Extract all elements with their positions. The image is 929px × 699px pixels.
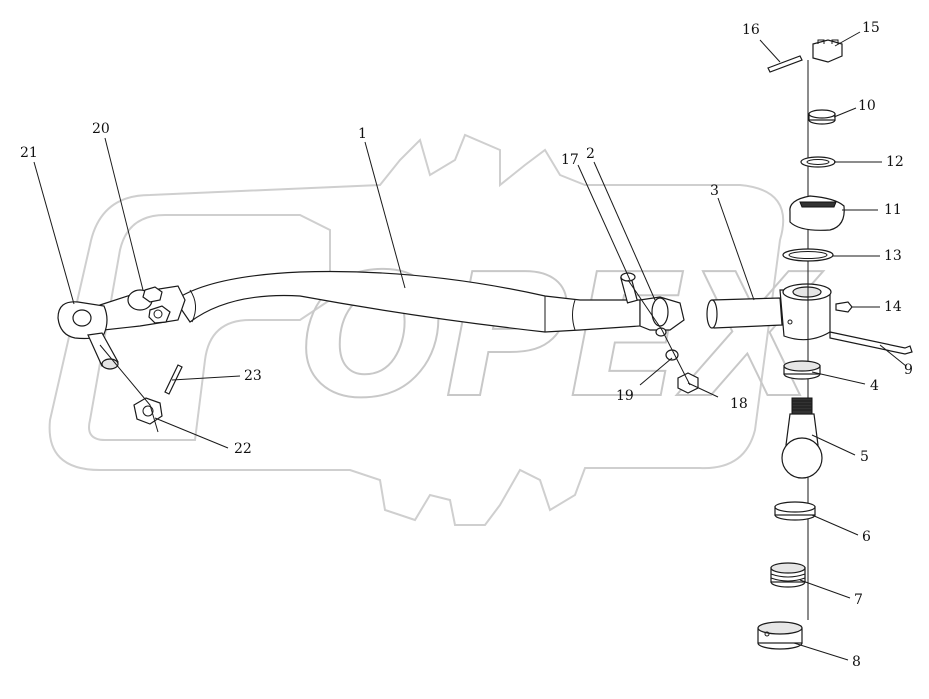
leader-18 bbox=[687, 382, 719, 398]
spring-7-top bbox=[770, 562, 806, 574]
leader-7 bbox=[799, 579, 851, 599]
left-assembly-axis bbox=[99, 344, 159, 433]
leader-21 bbox=[33, 161, 75, 305]
washer-12 bbox=[800, 156, 836, 168]
leader-lines bbox=[33, 31, 907, 661]
leader-22 bbox=[154, 417, 229, 449]
right-clamp bbox=[620, 272, 699, 394]
right-clamp-bolt-head bbox=[620, 272, 636, 282]
ball-stud-ball bbox=[781, 437, 823, 479]
watermark: OPEX bbox=[48, 133, 825, 526]
callout-1: 1 bbox=[358, 126, 367, 142]
leader-8 bbox=[793, 642, 849, 661]
leader-3 bbox=[717, 197, 755, 301]
ring-13 bbox=[782, 248, 834, 262]
cap-8-top bbox=[757, 621, 803, 635]
callout-21: 21 bbox=[20, 145, 38, 161]
leader-5 bbox=[811, 434, 856, 456]
top-castle-nut bbox=[812, 39, 843, 63]
left-castle-nut-hole bbox=[142, 405, 154, 417]
ring-13-inner bbox=[788, 251, 828, 259]
leader-2 bbox=[593, 161, 656, 301]
callout-23: 23 bbox=[244, 368, 262, 384]
left-ball-joint bbox=[57, 285, 186, 433]
callout-12: 12 bbox=[886, 154, 904, 170]
leader-1 bbox=[364, 141, 406, 289]
tie-rod-step-2 bbox=[572, 299, 576, 331]
tie-rod-left-taper bbox=[189, 289, 196, 323]
callout-16: 16 bbox=[742, 22, 760, 38]
leader-9 bbox=[879, 344, 907, 367]
callout-2: 2 bbox=[586, 146, 595, 162]
washer-12-hole bbox=[806, 159, 830, 165]
callout-5: 5 bbox=[860, 449, 869, 465]
callout-9: 9 bbox=[904, 362, 913, 378]
callout-13: 13 bbox=[884, 248, 902, 264]
socket-shank-end bbox=[706, 299, 718, 329]
callout-10: 10 bbox=[858, 98, 876, 114]
callout-15: 15 bbox=[862, 20, 880, 36]
ball-stud-thread-lines bbox=[792, 400, 812, 411]
callout-11: 11 bbox=[884, 202, 902, 218]
socket-shank bbox=[709, 297, 783, 329]
leader-19 bbox=[639, 357, 673, 386]
left-clamp-nut-top bbox=[142, 286, 163, 303]
callout-labels: 1 2 3 4 5 6 7 8 9 10 11 12 13 14 15 16 1… bbox=[20, 20, 913, 670]
callout-6: 6 bbox=[862, 529, 871, 545]
callout-18: 18 bbox=[730, 396, 748, 412]
watermark-gear-outline bbox=[48, 133, 785, 526]
leader-16 bbox=[759, 39, 781, 63]
callout-17: 17 bbox=[561, 152, 579, 168]
pin-9 bbox=[829, 331, 913, 355]
right-clamp-axis bbox=[627, 279, 691, 386]
grease-nipple-14 bbox=[835, 301, 853, 313]
callout-7: 7 bbox=[854, 592, 863, 608]
callout-19: 19 bbox=[616, 388, 634, 404]
callout-4: 4 bbox=[870, 378, 879, 394]
bushing-10-top bbox=[808, 109, 836, 119]
watermark-text: OPEX bbox=[300, 238, 824, 436]
dust-boot-11 bbox=[789, 195, 845, 231]
callout-20: 20 bbox=[92, 121, 110, 137]
castle-slots bbox=[817, 39, 839, 44]
left-castle-nut bbox=[133, 397, 163, 425]
top-cotter-pin bbox=[767, 55, 803, 73]
ball-stud-shank bbox=[785, 413, 819, 446]
bushing-4-top bbox=[783, 360, 821, 372]
spring-7-coils bbox=[770, 573, 806, 582]
seat-6-top bbox=[774, 501, 816, 513]
leader-15 bbox=[834, 31, 861, 47]
vertical-stack bbox=[757, 39, 913, 650]
leader-23 bbox=[171, 375, 241, 381]
left-socket-bore bbox=[72, 309, 92, 327]
cap-8-hole bbox=[764, 631, 770, 637]
callout-14: 14 bbox=[884, 299, 902, 315]
callout-3: 3 bbox=[710, 183, 719, 199]
leader-6 bbox=[811, 514, 859, 536]
watermark-inner-frame bbox=[88, 214, 331, 441]
left-clamp-nut-bottom bbox=[148, 305, 171, 324]
leader-4 bbox=[811, 371, 866, 385]
socket-head-bore bbox=[792, 286, 822, 298]
left-clamp-nut-hole bbox=[153, 309, 163, 319]
ball-stud-thread bbox=[791, 397, 813, 415]
dust-boot-threads bbox=[799, 201, 837, 208]
callout-22: 22 bbox=[234, 441, 252, 457]
leader-17 bbox=[577, 164, 631, 281]
right-ball-joint-housing bbox=[706, 283, 832, 341]
right-clamp-ring bbox=[651, 297, 669, 327]
callout-8: 8 bbox=[852, 654, 861, 670]
socket-head-mark bbox=[787, 319, 793, 325]
leader-10 bbox=[833, 107, 857, 118]
leader-20 bbox=[104, 137, 144, 291]
